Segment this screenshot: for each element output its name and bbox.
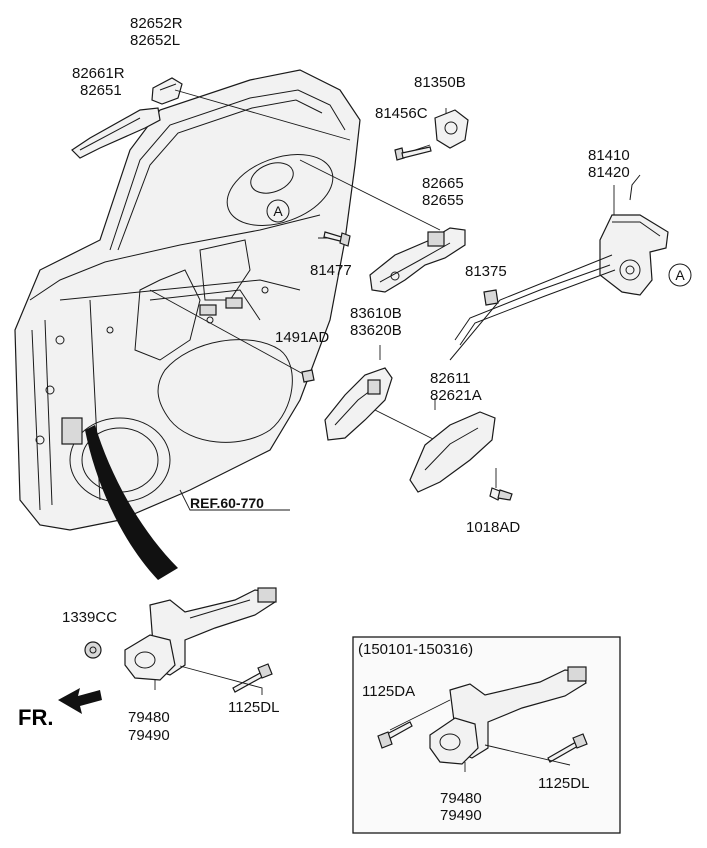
label-82652r: 82652R (130, 15, 183, 32)
label-81456c: 81456C (375, 105, 428, 122)
label-82651: 82651 (80, 82, 122, 99)
key-cylinder-cover (434, 109, 469, 149)
inset-label-79480: 79480 (440, 790, 482, 807)
inset-label-1125da: 1125DA (362, 683, 415, 700)
label-81477: 81477 (310, 262, 352, 279)
label-82621a: 82621A (430, 387, 482, 404)
outside-handle-frame (369, 227, 466, 293)
label-79480: 79480 (128, 709, 170, 726)
label-81410: 81410 (588, 147, 630, 164)
latch-cables (449, 254, 616, 361)
inset-bolt-1125da (377, 721, 413, 749)
label-1339cc: 1339CC (62, 609, 117, 626)
inside-door-handle (409, 411, 496, 493)
label-81420: 81420 (588, 164, 630, 181)
label-front: FR. (18, 705, 53, 730)
leader-lines (149, 89, 615, 511)
nut-1491ad (301, 369, 315, 383)
label-1125dl: 1125DL (228, 699, 279, 716)
door-latch (599, 174, 669, 296)
inset-bolt-1125dl (547, 733, 588, 763)
nut-1339cc (84, 641, 102, 659)
callout-a-right: A (675, 267, 685, 283)
handle-cover (151, 77, 183, 105)
label-81350b: 81350B (414, 74, 466, 91)
screw-81456c (394, 146, 432, 161)
inset-label-79490: 79490 (440, 807, 482, 824)
inset-label-1125dl: 1125DL (538, 775, 589, 792)
detail-arrow (85, 425, 178, 580)
label-83610b: 83610B (350, 305, 402, 322)
screw-1018ad (489, 487, 513, 501)
door-inner-panel (14, 69, 361, 531)
label-ref-60-770: REF.60-770 (190, 495, 264, 511)
screw-81477 (323, 231, 351, 247)
label-1018ad: 1018AD (466, 519, 520, 536)
callout-a-circle-left (266, 199, 290, 223)
handle-recess (226, 154, 334, 226)
label-82611: 82611 (430, 370, 471, 387)
inset-door-checker (429, 666, 587, 765)
label-81375: 81375 (465, 263, 507, 280)
label-83620b: 83620B (350, 322, 402, 339)
cable-clip (483, 289, 499, 306)
inside-handle-housing (324, 367, 393, 441)
inset-title: (150101-150316) (358, 641, 473, 658)
callout-a-left: A (273, 203, 283, 219)
door-checker (124, 587, 277, 681)
callout-a-circle-right (668, 263, 692, 287)
label-82652l: 82652L (130, 32, 180, 49)
outside-handle (71, 107, 161, 159)
label-1491ad: 1491AD (275, 329, 329, 346)
bolt-1125dl (232, 663, 273, 693)
label-79490: 79490 (128, 727, 170, 744)
label-82661r: 82661R (72, 65, 125, 82)
label-82665: 82665 (422, 175, 464, 192)
front-arrow (58, 688, 102, 714)
label-82655: 82655 (422, 192, 464, 209)
